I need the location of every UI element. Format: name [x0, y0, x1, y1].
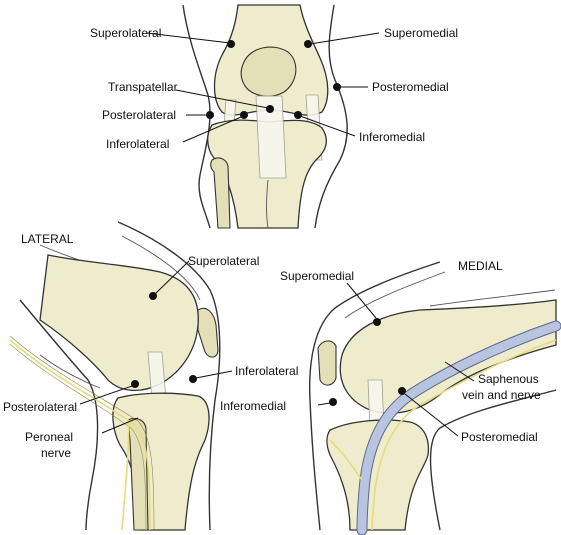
portal-dot-inferolateral-anterior: [240, 111, 248, 119]
portal-dot-superolateral-anterior: [227, 40, 235, 48]
portal-dot-inferomedial-anterior: [294, 111, 302, 119]
lateral-skin-back: [19, 299, 99, 531]
peroneal-nerve: [9, 339, 151, 531]
lateral-patella: [197, 307, 219, 358]
medial-skin-back: [429, 389, 557, 531]
medial-skin-top: [429, 289, 556, 307]
label-posterolateral-lateral: Posterolateral: [3, 400, 77, 414]
label-inferolateral-anterior: Inferolateral: [106, 137, 169, 151]
label-saphenous-line2: vein and nerve: [462, 388, 541, 402]
label-saphenous-line1: Saphenous: [478, 372, 539, 386]
medial-portals: [317, 282, 475, 437]
portal-dot-superolateral-lateral: [149, 292, 157, 300]
medial-skin-front: [308, 261, 441, 531]
lateral-portals: [79, 260, 233, 434]
anterior-portals: [146, 32, 380, 143]
portal-dot-posterolateral-anterior: [206, 111, 214, 119]
saphenous-vein: [357, 321, 561, 535]
portal-dot-superomedial-medial: [373, 318, 381, 326]
label-superomedial-anterior: Superomedial: [384, 26, 458, 40]
label-peroneal-line1: Peroneal: [25, 430, 73, 444]
label-superomedial-medial: Superomedial: [280, 269, 354, 283]
label-peroneal-line2: nerve: [41, 446, 71, 460]
label-posterolateral-anterior: Posterolateral: [102, 108, 176, 122]
portal-dot-inferomedial-medial: [329, 398, 337, 406]
lateral-heading: LATERAL: [21, 232, 74, 246]
label-transpatellar: Transpatellar: [108, 80, 178, 94]
label-posteromedial-anterior: Posteromedial: [372, 80, 449, 94]
label-superolateral-lateral: Superolateral: [188, 254, 259, 268]
label-posteromedial-medial: Posteromedial: [461, 430, 538, 444]
lateral-skin-front: [117, 221, 221, 531]
portal-dot-inferolateral-lateral: [189, 375, 197, 383]
anterior-skin-right: [314, 4, 348, 229]
portal-dot-posteromedial-medial: [398, 387, 406, 395]
lateral-skin-inner: [121, 235, 201, 301]
medial-patella: [317, 340, 337, 386]
medial-heading: MEDIAL: [458, 259, 503, 273]
label-inferolateral-lateral: Inferolateral: [235, 364, 298, 378]
anterior-patellar-tendon: [255, 95, 287, 179]
label-inferomedial-anterior: Inferomedial: [359, 130, 425, 144]
portal-dot-transpatellar: [266, 105, 274, 113]
saphenous-nerve: [371, 339, 557, 531]
lateral-knee-view: [9, 221, 221, 531]
anterior-tibia-crest: [266, 179, 269, 229]
medial-femur: [339, 299, 557, 414]
lateral-fibula: [127, 417, 149, 531]
medial-knee-view: [308, 261, 561, 535]
label-inferomedial-medial: Inferomedial: [220, 399, 286, 413]
anterior-skin-left: [182, 4, 211, 229]
label-superolateral-anterior: Superolateral: [90, 26, 161, 40]
anterior-fibula: [210, 157, 231, 229]
portal-dot-posterolateral-lateral: [131, 380, 139, 388]
medial-skin-inner: [344, 271, 446, 319]
portal-dot-posteromedial-anterior: [333, 83, 341, 91]
portal-dot-superomedial-anterior: [304, 40, 312, 48]
anterior-patella: [240, 46, 297, 97]
anterior-knee-view: [182, 4, 348, 229]
